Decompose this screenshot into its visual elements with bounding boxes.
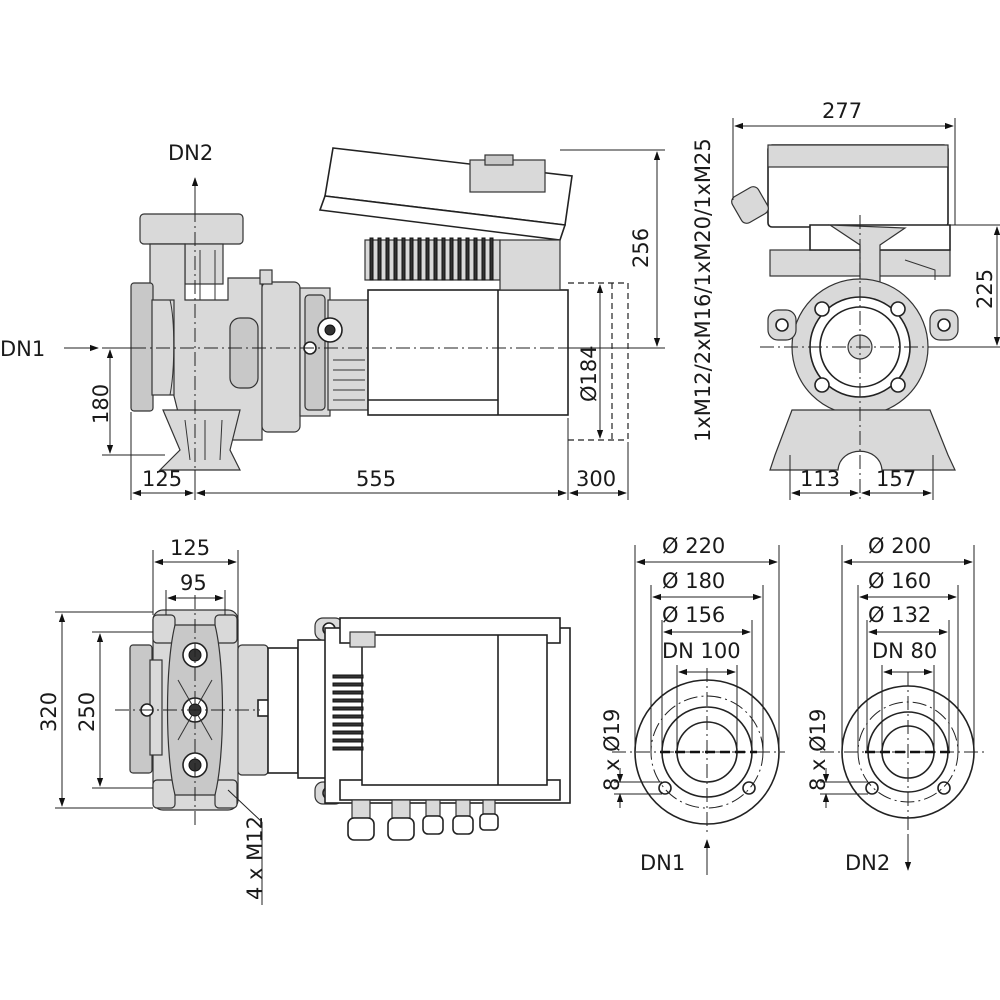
label-dn1-side: DN1 (0, 337, 45, 361)
label-bolts: 4 x M12 (243, 816, 267, 900)
flange-dn80-dimensions (820, 545, 975, 808)
label-nominal-dn100: DN 100 (662, 639, 741, 663)
flange-dn100 (612, 668, 785, 875)
dim-side-axis-height: 180 (89, 384, 113, 424)
label-dn1-bottom: DN1 (640, 851, 685, 875)
dim-top-width: 125 (170, 536, 210, 560)
dim-end-height: 225 (973, 269, 997, 309)
label-holes-dn100: 8 x Ø19 (600, 709, 624, 791)
dim-side-length: 555 (356, 467, 396, 491)
end-view-dimensions (732, 118, 1000, 500)
label-nominal-dn80: DN 80 (872, 639, 937, 663)
top-view-dimensions (55, 550, 263, 905)
dim-flange2-outer: Ø 200 (868, 534, 931, 558)
flange-dn80 (820, 672, 985, 871)
dim-end-width: 277 (822, 99, 862, 123)
label-cable-glands: 1xM12/2xM16/1xM20/1xM25 (691, 138, 715, 442)
dim-flange2-bolt: Ø 160 (868, 569, 931, 593)
dim-top-inner: 95 (180, 571, 207, 595)
dim-motor-diameter: Ø184 (577, 345, 601, 402)
drawing-labels: DN2 DN1 256 180 125 555 300 Ø184 1xM12/2… (0, 99, 997, 900)
dim-flange2-face: Ø 132 (868, 603, 931, 627)
dim-flange1-face: Ø 156 (662, 603, 725, 627)
side-view (108, 147, 640, 480)
dim-top-depth: 320 (37, 692, 61, 732)
dim-side-height: 256 (629, 228, 653, 268)
dim-end-right: 157 (876, 467, 916, 491)
side-view-dimensions (64, 149, 665, 500)
dim-top-inner-depth: 250 (75, 692, 99, 732)
dim-side-service: 300 (576, 467, 616, 491)
cable-glands-top-view (347, 799, 499, 841)
dim-flange1-outer: Ø 220 (662, 534, 725, 558)
dim-flange1-bolt: Ø 180 (662, 569, 725, 593)
dim-side-left: 125 (142, 467, 182, 491)
dim-end-left: 113 (800, 467, 840, 491)
end-view (731, 144, 965, 500)
flange-dn100-dimensions (614, 545, 780, 808)
top-view (115, 595, 571, 841)
label-holes-dn80: 8 x Ø19 (806, 709, 830, 791)
label-dn2-top: DN2 (168, 141, 213, 165)
label-dn2-bottom: DN2 (845, 851, 890, 875)
